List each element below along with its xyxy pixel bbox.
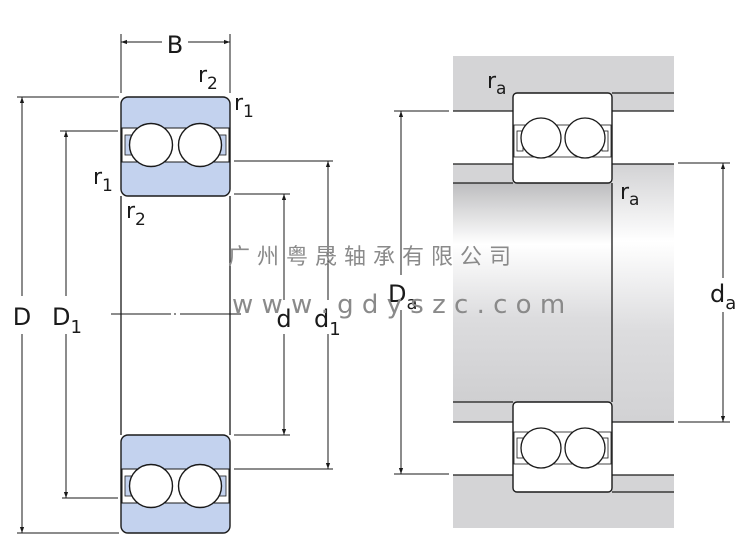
label-r2-bottom: r2 — [126, 199, 146, 230]
label-r2-top: r2 — [198, 63, 218, 94]
label-d1: d1 — [314, 305, 341, 340]
ball-icon — [128, 463, 174, 509]
label-r1-left: r1 — [93, 165, 113, 196]
dimension-B — [120, 34, 231, 93]
mounted-bearing-bottom — [512, 401, 613, 493]
dimension-Da — [394, 110, 449, 475]
dimension-D1 — [60, 130, 118, 499]
label-D1: D1 — [52, 303, 82, 338]
bearing-bottom-half — [120, 434, 231, 534]
housing-lines — [453, 92, 674, 493]
bearing-cross-section: B D D1 d — [13, 31, 341, 534]
shaft-shoulder — [612, 164, 674, 422]
shaft — [453, 183, 612, 402]
label-r1-top: r1 — [234, 91, 254, 122]
label-d: d — [276, 305, 291, 333]
watermark-url: w w w . g d y s z c . c o m — [232, 290, 565, 320]
dimension-d — [234, 193, 290, 436]
ball-icon — [177, 122, 223, 168]
mounted-bearing-top — [512, 92, 613, 184]
ball-icon — [520, 117, 562, 159]
dimension-D — [17, 96, 119, 534]
mounting-cross-section: Da da ra ra — [388, 56, 736, 528]
label-B: B — [167, 31, 183, 59]
ball-icon — [177, 463, 223, 509]
watermark-company: 广 州 粤 晟 轴 承 有 限 公 司 — [228, 245, 511, 270]
label-da: da — [710, 280, 736, 314]
dimension-da — [678, 162, 730, 423]
label-ra-top: ra — [487, 69, 506, 99]
dimension-d1 — [234, 160, 333, 470]
ball-icon — [128, 122, 174, 168]
ball-icon — [564, 117, 606, 159]
label-ra-shaft: ra — [620, 180, 639, 210]
label-D: D — [13, 303, 31, 331]
bearing-top-half — [120, 96, 231, 197]
label-Da: Da — [388, 280, 418, 314]
ball-icon — [520, 427, 562, 469]
ball-icon — [564, 427, 606, 469]
